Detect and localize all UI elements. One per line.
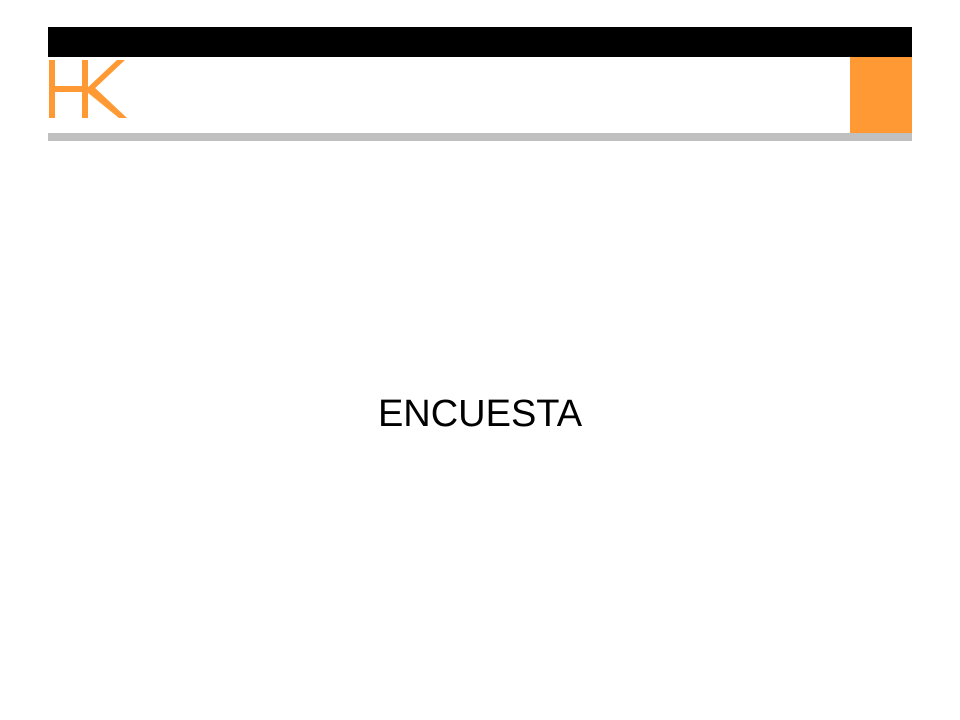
slide-title: ENCUESTA xyxy=(377,393,583,435)
hk-logo xyxy=(49,60,127,118)
header-gray-rule xyxy=(48,133,912,141)
header-orange-accent-block xyxy=(850,57,912,133)
header-black-bar xyxy=(48,27,912,57)
